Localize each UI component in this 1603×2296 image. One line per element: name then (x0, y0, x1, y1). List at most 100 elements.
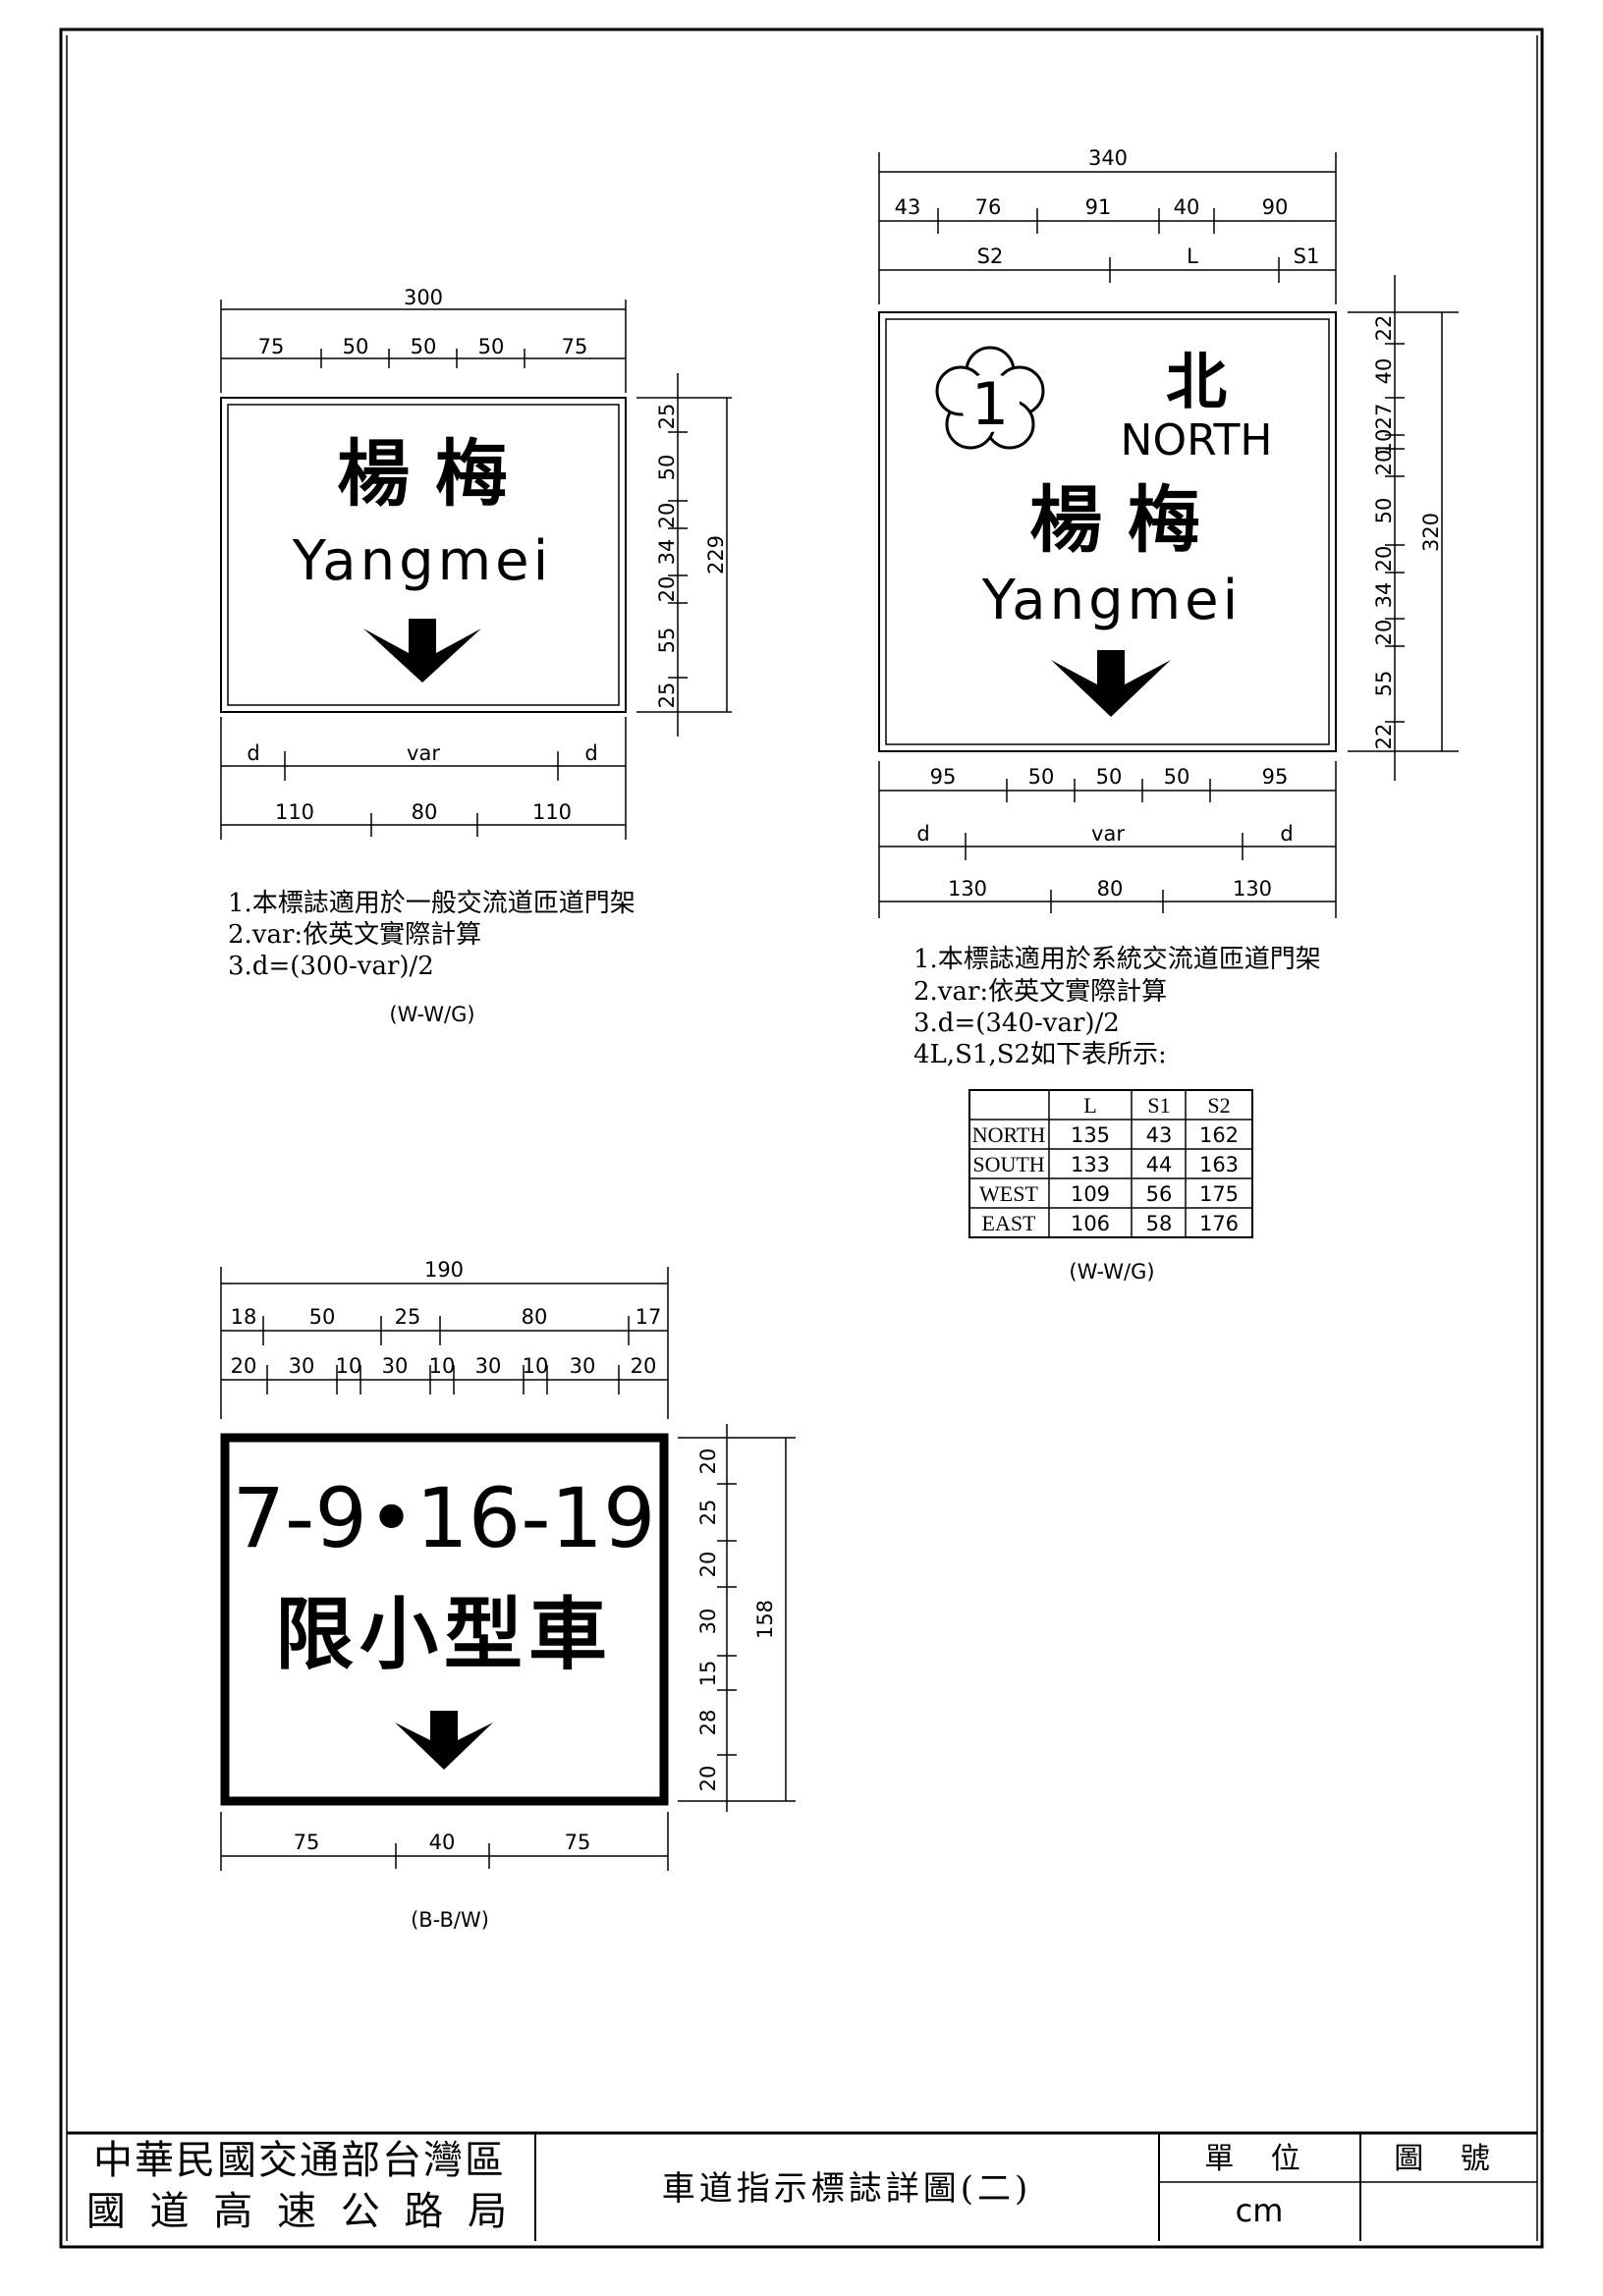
sign2-note: 2.var:依英文實際計算 (913, 977, 1167, 1007)
sign1-dim-vert: 55 (655, 628, 679, 654)
table-cell: SOUTH (972, 1152, 1044, 1176)
sign2-dim-seg: 90 (1262, 195, 1289, 219)
sign3-dim-vert: 28 (696, 1710, 720, 1736)
table-cell: 109 (1071, 1182, 1110, 1206)
sign2-dim-bottom1: 95 (1262, 765, 1289, 789)
sign1-note: 3.d=(300-var)/2 (228, 952, 434, 981)
sign2-dim-vert: 40 (1372, 358, 1396, 385)
sign1-dim-height: 229 (704, 535, 728, 574)
sign2-drawing: 1 北 NORTH 楊 梅 Yangmei 340 43 76 91 40 90… (878, 146, 1459, 918)
sign1-place-cn: 楊 梅 (337, 432, 508, 517)
table-header: S1 (1147, 1093, 1170, 1118)
sign3-dim-vert: 15 (696, 1661, 720, 1687)
table-cell: 175 (1199, 1182, 1239, 1206)
sign1-place-en: Yangmei (292, 529, 552, 593)
sign3-dim-row2: 20 (231, 1354, 257, 1378)
table-cell: 44 (1146, 1153, 1173, 1176)
plum-blossom-shield-icon (935, 346, 1045, 450)
sign1-drawing: 楊 梅 Yangmei 300 75 50 50 50 75 d var d 1… (220, 286, 732, 840)
sign3-dim-vert: 20 (696, 1449, 720, 1475)
drawing-title: 車道指示標誌詳圖(二) (662, 2169, 1032, 2209)
sign1-dim-bottom: 110 (532, 800, 572, 824)
sign2-dim-s1: S1 (1294, 245, 1320, 268)
sign3-dim-bottom: 75 (294, 1831, 320, 1854)
sign2-dim-bottom2: 130 (1233, 877, 1272, 901)
table-cell: 133 (1071, 1153, 1110, 1176)
sign3-dim-vert: 20 (696, 1766, 720, 1792)
table-cell: 56 (1146, 1182, 1173, 1206)
sign1-down-arrow-icon (363, 619, 481, 683)
sign2-dim-vert: 20 (1372, 620, 1396, 646)
sign1-dim-vert: 20 (655, 576, 679, 603)
sign3-dim-row1: 50 (309, 1305, 336, 1329)
org-line2: 國 道 高 速 公 路 局 (86, 2189, 513, 2234)
sign1-dim-vert: 50 (655, 455, 679, 481)
table-cell: 106 (1071, 1212, 1110, 1235)
sign2-dim-seg: 91 (1085, 195, 1112, 219)
sign1-dim-seg: 75 (258, 335, 285, 358)
sign2-dim-vert: 20 (1372, 450, 1396, 476)
sign3-dim-row2: 30 (382, 1354, 409, 1378)
sign2-dim-bottom1: 50 (1164, 765, 1190, 789)
sign3-dim-row1: 17 (636, 1305, 662, 1329)
sign2-dim-d-right: d (1280, 822, 1293, 846)
sign2-dim-vert: 50 (1372, 498, 1396, 524)
sign1-dim-bottom: 80 (412, 800, 438, 824)
sign2-dim-d-left: d (916, 822, 929, 846)
sign1-note: 1.本標誌適用於一般交流道匝道門架 (228, 889, 636, 918)
sign1-dim-vert: 20 (655, 503, 679, 529)
sign3-dim-height: 158 (753, 1600, 777, 1639)
sign3-dim-row2: 10 (429, 1354, 456, 1378)
table-cell: 135 (1071, 1123, 1110, 1147)
table-cell: 162 (1199, 1123, 1239, 1147)
sign3-dim-total: 190 (424, 1258, 464, 1282)
sign1-dim-seg: 50 (343, 335, 369, 358)
sign2-route-number: 1 (971, 370, 1009, 439)
sign2-dim-vert: 55 (1372, 671, 1396, 697)
sign2-note: 1.本標誌適用於系統交流道匝道門架 (913, 945, 1321, 974)
sign3-down-arrow-icon (395, 1711, 493, 1770)
sign2-place-cn: 楊 梅 (1029, 478, 1200, 563)
sign2-dim-vert: 22 (1372, 724, 1396, 750)
sign1-dim-bottom: 110 (275, 800, 314, 824)
sign3-dim-row2: 10 (336, 1354, 362, 1378)
sign1-dim-vert: 25 (655, 683, 679, 709)
unit-label: 單 位 (1204, 2142, 1314, 2176)
sign2-note: 4L,S1,S2如下表所示: (913, 1040, 1167, 1069)
table-cell: EAST (982, 1211, 1037, 1235)
sign1-dim-var: var (407, 741, 440, 765)
sign2-dim-seg: 43 (895, 195, 921, 219)
sign2-dim-bottom2: 80 (1097, 877, 1124, 901)
sign1-note: 2.var:依英文實際計算 (228, 920, 481, 950)
sign2-dim-bottom1: 50 (1096, 765, 1123, 789)
sign1-dim-d-left: d (247, 741, 259, 765)
sign3-dim-row2: 30 (475, 1354, 502, 1378)
sign3-color-code: (B-B/W) (411, 1908, 489, 1932)
sign3-dim-row2: 20 (631, 1354, 657, 1378)
table-header: S2 (1207, 1093, 1230, 1118)
sign2-place-en: Yangmei (981, 569, 1242, 632)
sign3-restriction-text: 限小型車 (275, 1589, 613, 1680)
sign2-down-arrow-icon (1051, 650, 1171, 717)
sign1-dim-seg: 50 (478, 335, 505, 358)
sign2-dim-bottom2: 130 (948, 877, 987, 901)
title-block: 中華民國交通部台灣區 國 道 高 速 公 路 局 車道指示標誌詳圖(二) 單 位… (67, 2131, 1537, 2241)
sign2-dim-l: L (1187, 245, 1198, 268)
sign2-dim-vert: 22 (1372, 315, 1396, 342)
sign2-direction-cn: 北 (1166, 346, 1227, 417)
sign1-dim-vert: 34 (655, 539, 679, 566)
sign2-dim-var: var (1091, 822, 1125, 846)
sign1-dim-seg: 75 (562, 335, 588, 358)
sign2-dim-bottom1: 95 (930, 765, 957, 789)
sign3-dim-row1: 25 (395, 1305, 421, 1329)
sign1-dim-d-right: d (584, 741, 597, 765)
sign2-dim-vert: 20 (1372, 546, 1396, 573)
org-line1: 中華民國交通部台灣區 (93, 2138, 506, 2183)
sign2-note: 3.d=(340-var)/2 (913, 1009, 1120, 1038)
table-cell: NORTH (972, 1122, 1046, 1147)
sign3-dim-bottom: 75 (565, 1831, 591, 1854)
sign1-dim-vert: 25 (655, 404, 679, 430)
sign2-dim-height: 320 (1419, 513, 1443, 552)
sign3-dim-row2: 30 (289, 1354, 315, 1378)
